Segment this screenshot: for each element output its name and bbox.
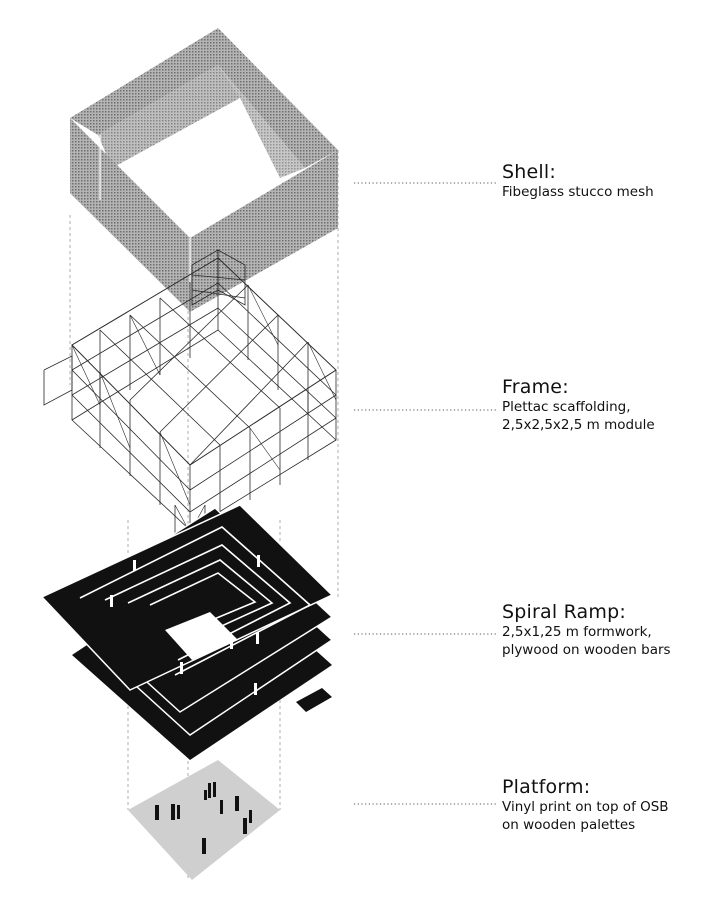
- platform-figure: [220, 800, 223, 814]
- label-desc-platform-line2: on wooden palettes: [502, 817, 636, 833]
- spiral-ramp: [40, 504, 334, 760]
- shell-mesh-box: [70, 28, 338, 312]
- ramp-spiral-lines: [79, 526, 312, 676]
- label-desc-platform-line1: Vinyl print on top of OSB: [502, 799, 669, 815]
- ramp-figure: [230, 637, 233, 649]
- leader-lines: [354, 182, 496, 805]
- platform-figure: [243, 818, 247, 834]
- label-platform: Platform: Vinyl print on top of OSB on w…: [502, 776, 669, 834]
- shell-inner-top-band: [98, 65, 240, 168]
- platform-figure: [249, 810, 252, 823]
- label-desc-frame-line1: Plettac scaffolding,: [502, 399, 631, 415]
- ramp-figure: [256, 632, 259, 644]
- ramp-figure: [110, 595, 113, 607]
- label-shell: Shell: Fibeglass stucco mesh: [502, 161, 654, 201]
- ramp-center-opening: [165, 612, 238, 660]
- platform-figure: [202, 838, 206, 854]
- shell-inner-back-right-wall: [218, 28, 338, 168]
- platform-figure: [177, 805, 180, 819]
- frame-horizontals: [71, 282, 337, 513]
- platform-figure: [155, 805, 159, 820]
- platform-figures: [155, 782, 252, 854]
- ramp-figure: [180, 662, 183, 674]
- ramp-figures: [110, 555, 260, 695]
- label-desc-ramp-line1: 2,5x1,25 m formwork,: [502, 624, 652, 640]
- ramp-figure: [133, 560, 136, 571]
- shell-inner-right-band: [218, 65, 305, 178]
- ramp-end-piece: [296, 688, 332, 712]
- label-ramp: Spiral Ramp: 2,5x1,25 m formwork, plywoo…: [502, 601, 671, 659]
- label-desc-ramp-line2: plywood on wooden bars: [502, 642, 671, 658]
- label-frame: Frame: Plettac scaffolding, 2,5x2,5x2,5 …: [502, 376, 655, 434]
- label-title-shell: Shell:: [502, 161, 556, 183]
- ramp-layer-1: [40, 504, 334, 691]
- frame-side-extension: [43, 355, 73, 406]
- platform-figure: [204, 790, 207, 800]
- platform-figure: [213, 782, 216, 797]
- label-desc-frame-line2: 2,5x2,5x2,5 m module: [502, 417, 655, 433]
- ramp-figure: [254, 683, 257, 695]
- label-title-frame: Frame:: [502, 376, 569, 398]
- platform: [128, 760, 280, 880]
- platform-figure: [171, 804, 175, 820]
- label-desc-shell: Fibeglass stucco mesh: [502, 184, 654, 200]
- frame-scaffolding: [43, 249, 337, 561]
- label-title-ramp: Spiral Ramp:: [502, 601, 626, 623]
- label-title-platform: Platform:: [502, 776, 591, 798]
- platform-figure: [208, 783, 211, 798]
- shell-outer-right-wall: [190, 150, 338, 312]
- platform-surface: [128, 760, 280, 880]
- ramp-figure: [257, 555, 260, 567]
- shell-inner-back-left-wall: [70, 28, 218, 135]
- platform-figure: [235, 796, 239, 811]
